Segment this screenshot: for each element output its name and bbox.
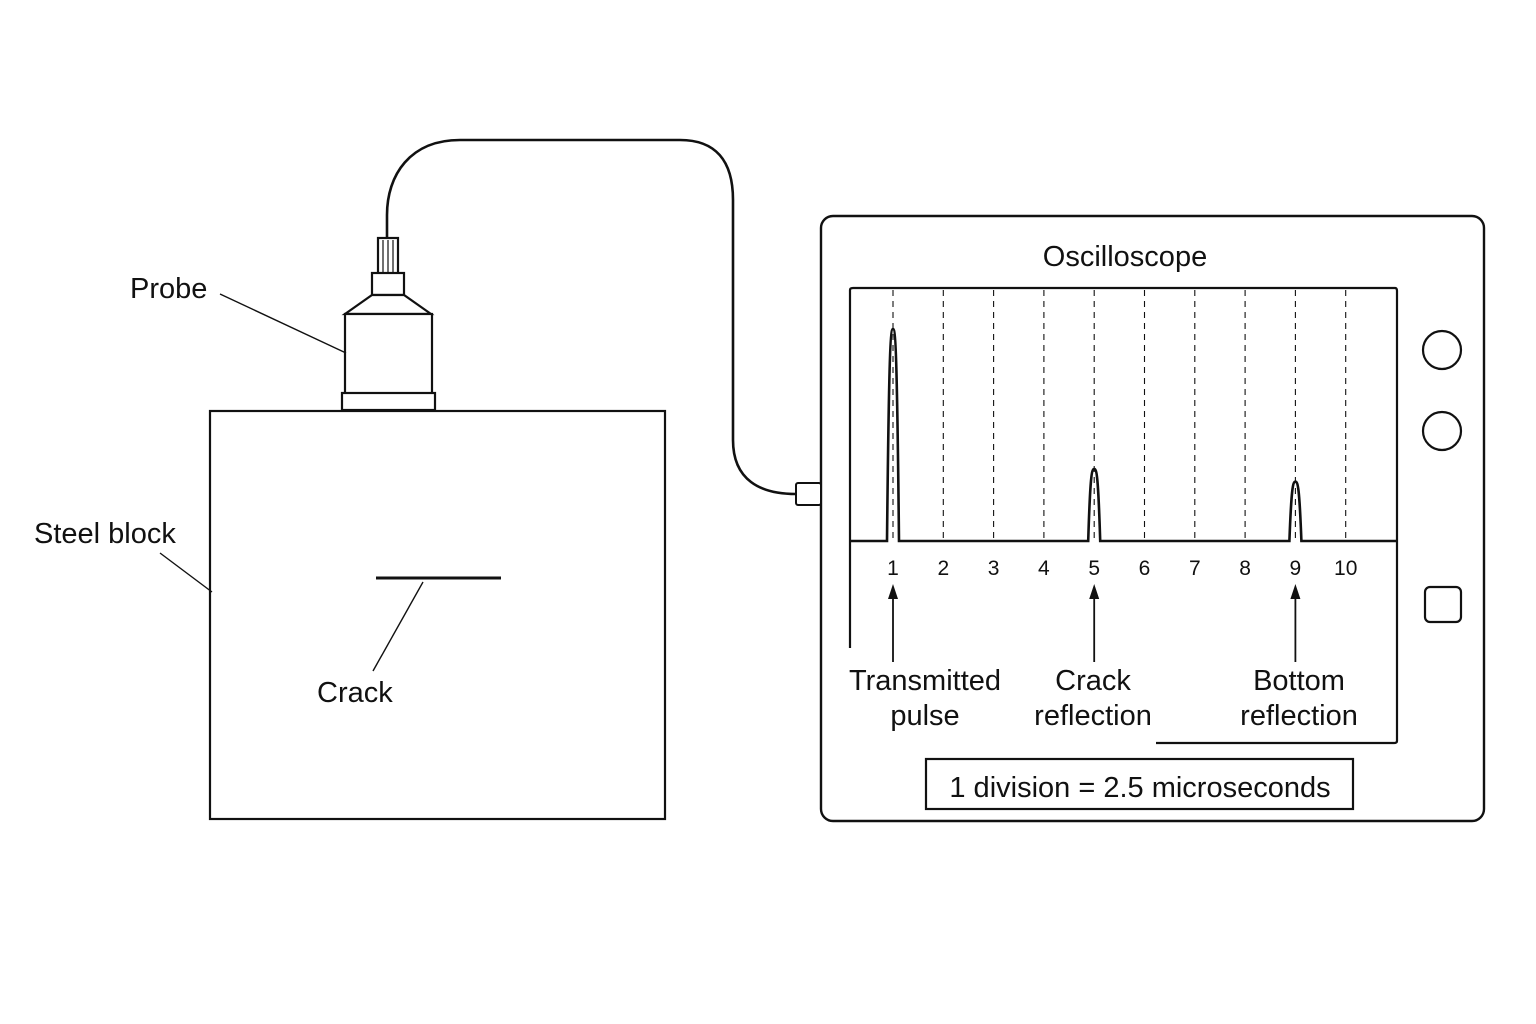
pulse-arrow-head (888, 584, 898, 599)
crack-leader-line (372, 581, 424, 672)
probe-label: Probe (130, 273, 207, 305)
probe-leader-line (219, 293, 347, 354)
oscilloscope-screen (848, 286, 1399, 745)
signal-trace (851, 327, 1396, 543)
pulse-arrows (888, 584, 1301, 662)
pulse-arrow-head (1290, 584, 1301, 599)
screen-tick-labels: 1 2 3 4 5 6 7 8 9 10 (887, 557, 1357, 580)
scale-note-box (924, 757, 1355, 811)
annotation-line2: reflection (1034, 700, 1152, 732)
tick-label: 7 (1189, 557, 1201, 580)
probe (340, 236, 437, 412)
annotation-line2: reflection (1240, 700, 1358, 732)
pulse-arrow-head (1089, 584, 1100, 599)
oscilloscope-title: Oscilloscope (1043, 241, 1207, 273)
annotation-line1: Bottom (1253, 665, 1345, 697)
crack-label: Crack (317, 677, 393, 709)
annotation-line1: Transmitted (849, 665, 1001, 697)
probe-base (340, 391, 437, 412)
pulse-annotations: TransmittedpulseCrackreflectionBottomref… (849, 665, 1358, 732)
tick-label: 6 (1139, 557, 1151, 580)
knob-icon[interactable] (1421, 410, 1463, 452)
square-button-icon[interactable] (1423, 585, 1463, 624)
scale-note: 1 division = 2.5 microseconds (949, 772, 1330, 804)
annotation-line1: Crack (1055, 665, 1131, 697)
screen-gridlines (892, 290, 1347, 541)
tick-label: 3 (988, 557, 1000, 580)
tick-label: 9 (1290, 557, 1302, 580)
oscilloscope-housing (819, 214, 1486, 823)
tick-label: 5 (1088, 557, 1100, 580)
steel-block (208, 409, 667, 821)
annotation-line2: pulse (890, 700, 959, 732)
steel-block-label: Steel block (34, 518, 176, 550)
tick-label: 4 (1038, 557, 1050, 580)
tick-label: 8 (1239, 557, 1251, 580)
probe-connector (370, 271, 406, 297)
tick-label: 2 (937, 557, 949, 580)
probe-cable (385, 138, 797, 496)
cable-connector-icon (795, 482, 822, 506)
knob-icon[interactable] (1421, 329, 1463, 371)
steel-block-leader-line (159, 552, 213, 593)
tick-label: 10 (1334, 557, 1357, 580)
probe-collar (341, 293, 435, 316)
probe-body (343, 312, 434, 396)
tick-label: 1 (887, 557, 899, 580)
